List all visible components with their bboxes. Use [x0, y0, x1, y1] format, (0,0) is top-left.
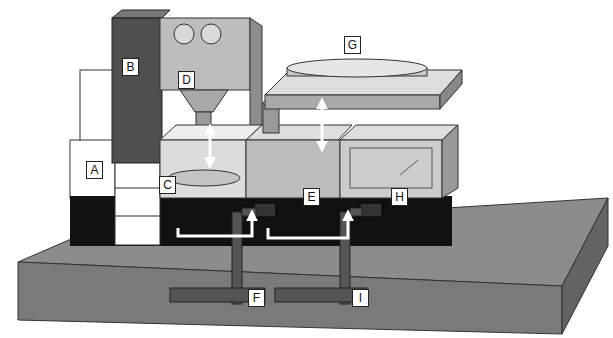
box-top — [246, 125, 352, 140]
dark-column — [112, 18, 162, 163]
callout-letter: I — [352, 289, 369, 307]
station-box — [160, 140, 246, 198]
plate-side — [440, 70, 462, 109]
plate-front — [265, 95, 440, 109]
base-slab-side — [562, 198, 608, 334]
lift-arrow — [321, 102, 324, 148]
panel-line — [115, 188, 160, 189]
callout-letter: C — [159, 176, 176, 194]
bowl — [168, 170, 240, 186]
callout-letter: D — [178, 71, 195, 89]
white-column — [115, 160, 160, 245]
pointer-mark — [400, 160, 418, 175]
callout-letter: B — [122, 58, 139, 76]
box-side — [442, 125, 458, 198]
gripper — [360, 203, 382, 217]
hopper-body — [160, 18, 250, 90]
callout-letter: A — [86, 161, 103, 179]
transfer-arm — [242, 208, 256, 216]
funnel — [180, 90, 228, 112]
disc — [287, 59, 427, 77]
callout-letter: F — [248, 289, 265, 307]
transfer-arm — [350, 208, 362, 216]
callout-letter: H — [391, 188, 408, 206]
gauge — [174, 24, 194, 44]
gripper — [254, 203, 276, 217]
hopper-side — [250, 18, 262, 140]
panel-line — [115, 216, 160, 217]
box-top — [340, 125, 458, 140]
lift-arrow — [209, 128, 212, 164]
transfer-arrow — [178, 214, 252, 236]
callout-letter: G — [344, 36, 361, 54]
base-slab-front — [18, 262, 562, 334]
inner-panel — [350, 148, 432, 188]
gauge — [201, 24, 221, 44]
callout-letter: E — [303, 188, 320, 206]
column-top — [112, 10, 170, 18]
white-block — [70, 140, 115, 198]
transfer-arrow — [268, 214, 348, 238]
station-box — [246, 140, 340, 198]
